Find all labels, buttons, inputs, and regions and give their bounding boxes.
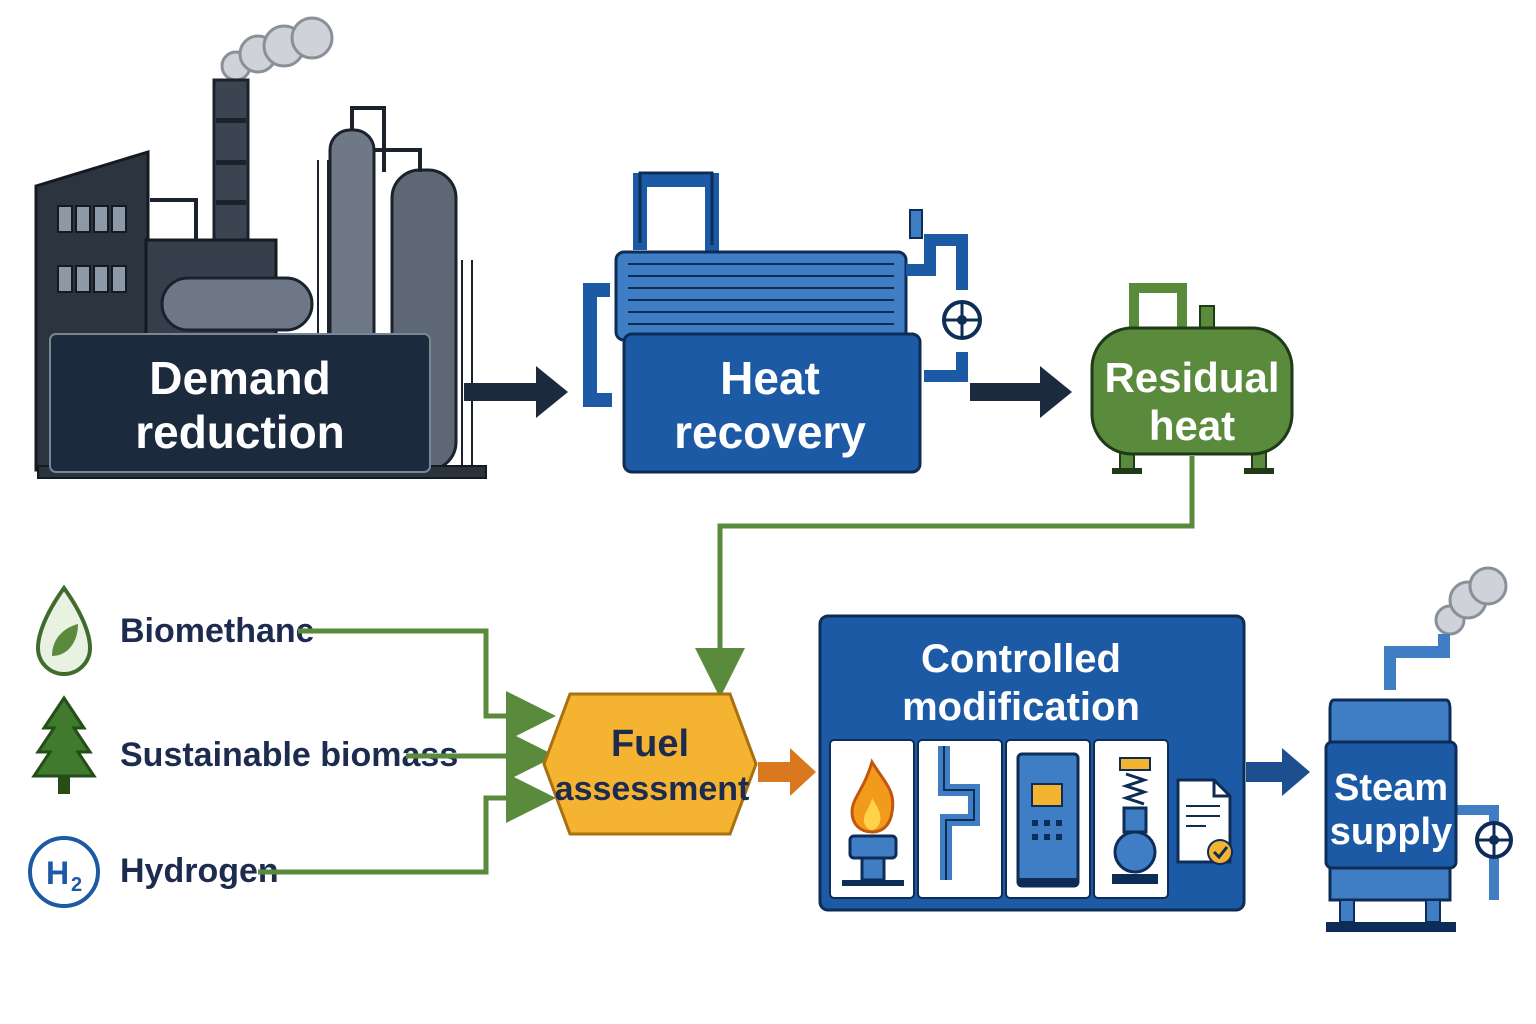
residual-heat-title: Residual [1104,354,1279,401]
fuel-label-sustainable-biomass: Sustainable biomass [120,736,458,774]
controlled-modification-subtitle: modification [902,685,1140,729]
residual-heat-box [1090,326,1294,456]
safety-valve-icon [1112,757,1158,884]
steam-supply-box [1324,740,1458,870]
steam-supply-subtitle: supply [1330,811,1452,853]
fuel-assessment-title: Fuel [611,723,689,765]
hydrogen-icon: H 2 [28,836,100,908]
arrow-demand-to-heat [464,366,568,418]
heat-recovery-title: Heat [720,352,820,404]
valve-wheel-icon [1475,821,1513,859]
demand-reduction-subtitle: reduction [135,406,345,458]
residual-heat-subtitle: heat [1149,402,1235,449]
controlled-modification-title: Controlled [921,637,1121,681]
demand-reduction-title: Demand [149,352,330,404]
svg-text:2: 2 [71,874,82,896]
arrow-fuel-to-modification [758,748,816,796]
fuel-assessment-subtitle: assessment [555,770,750,808]
arrow-heat-to-residual [970,366,1072,418]
steam-cloud-icon [1434,566,1508,636]
heat-exchanger-illustration [583,171,982,407]
fuel-label-biomethane: Biomethane [120,612,315,650]
pipework-icon [938,746,980,880]
connector-biomethane [298,628,556,741]
valve-wheel-icon [942,300,982,340]
fuel-assessment-box [542,692,758,836]
checklist-document-icon [1176,778,1233,865]
connector-hydrogen [258,773,556,875]
arrow-modification-to-steam [1246,748,1310,796]
svg-text:H: H [46,855,69,891]
heat-recovery-box [622,332,922,474]
demand-reduction-box [49,333,431,473]
burner-flame-icon [842,758,904,886]
leaf-drop-icon [35,584,93,676]
smoke-icon [220,16,334,82]
pine-tree-icon [31,695,97,794]
control-panel-icon [1016,752,1080,888]
fuel-label-hydrogen: Hydrogen [120,852,279,890]
heat-recovery-subtitle: recovery [674,406,866,458]
steam-supply-title: Steam [1334,767,1448,809]
connector-residual-to-fuel [695,456,1195,698]
